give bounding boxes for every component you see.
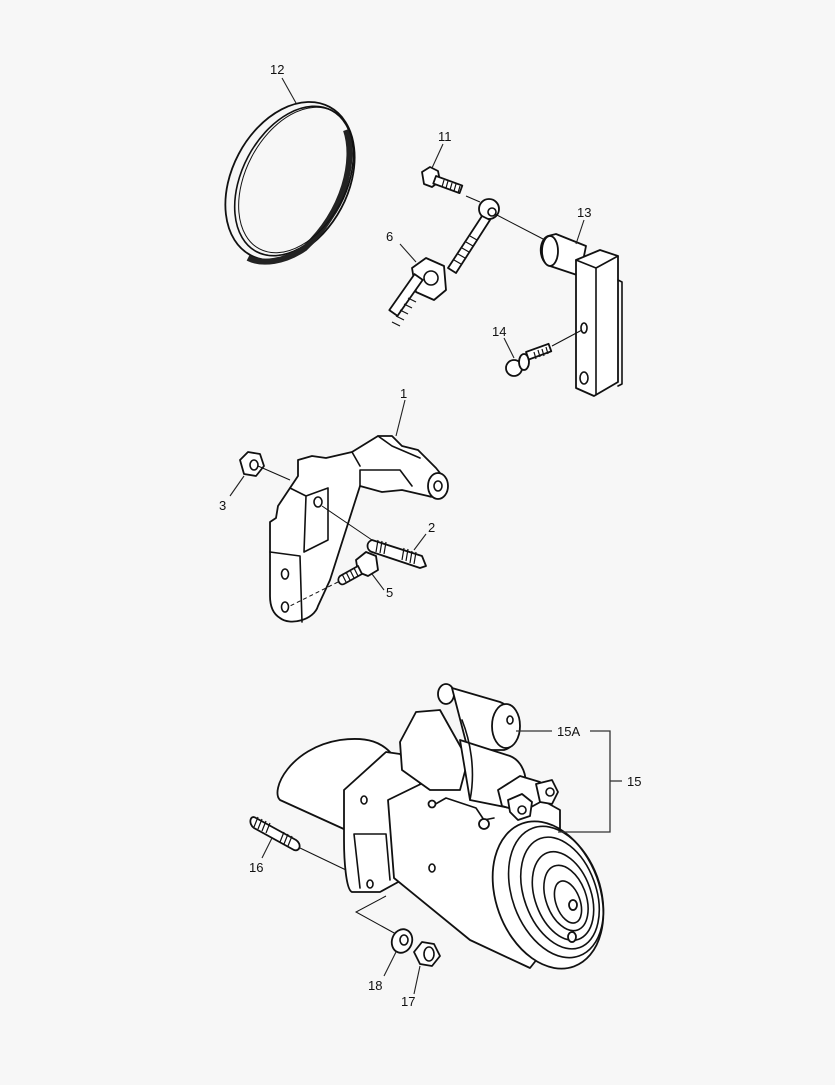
leader-1 <box>395 399 406 437</box>
leader-2 <box>413 533 427 551</box>
assembly-line-16 <box>299 847 347 871</box>
support-bracket-1[interactable] <box>269 435 449 623</box>
callout-12: 12 <box>270 62 284 77</box>
leader-16 <box>261 837 273 859</box>
bracket-13[interactable] <box>539 233 623 397</box>
callout-2: 2 <box>428 520 435 535</box>
drive-belt[interactable] <box>199 80 380 283</box>
assembly-line-11 <box>465 195 481 203</box>
nut-3[interactable] <box>239 451 265 477</box>
leader-3 <box>229 475 245 497</box>
callout-15a: 15A <box>557 724 580 739</box>
bolt-5[interactable] <box>337 551 379 586</box>
starter-motor-15[interactable] <box>276 683 623 984</box>
leader-14 <box>503 337 515 359</box>
bracket-15 <box>558 730 611 833</box>
leader-17 <box>413 965 421 995</box>
leader-12 <box>281 77 297 104</box>
assembly-line-5 <box>289 581 339 607</box>
assembly-line-6 <box>494 213 546 241</box>
washer-18[interactable] <box>388 926 415 955</box>
stud-2[interactable] <box>366 539 427 569</box>
callout-11: 11 <box>438 129 452 144</box>
bolt-14[interactable] <box>505 342 553 377</box>
nut-17[interactable] <box>413 941 441 967</box>
bolt-11[interactable] <box>421 166 464 194</box>
assembly-line-2 <box>321 505 373 541</box>
assembly-line-14 <box>551 329 583 347</box>
callout-16: 16 <box>249 860 263 875</box>
callout-6: 6 <box>386 229 393 244</box>
leader-6 <box>399 243 417 263</box>
callout-14: 14 <box>492 324 506 339</box>
stud-16[interactable] <box>249 816 301 852</box>
callout-18: 18 <box>368 978 382 993</box>
assembly-line-17-18 <box>354 895 397 935</box>
leader-11 <box>431 143 444 169</box>
tensioner-rod-6[interactable] <box>388 198 500 327</box>
leader-5 <box>371 573 385 591</box>
callout-3: 3 <box>219 498 226 513</box>
callout-15: 15 <box>627 774 641 789</box>
leader-13 <box>575 219 585 245</box>
assembly-line-3 <box>257 465 291 481</box>
leader-18 <box>383 951 397 977</box>
callout-17: 17 <box>401 994 415 1009</box>
callout-1: 1 <box>400 386 407 401</box>
callout-13: 13 <box>577 205 591 220</box>
callout-5: 5 <box>386 585 393 600</box>
